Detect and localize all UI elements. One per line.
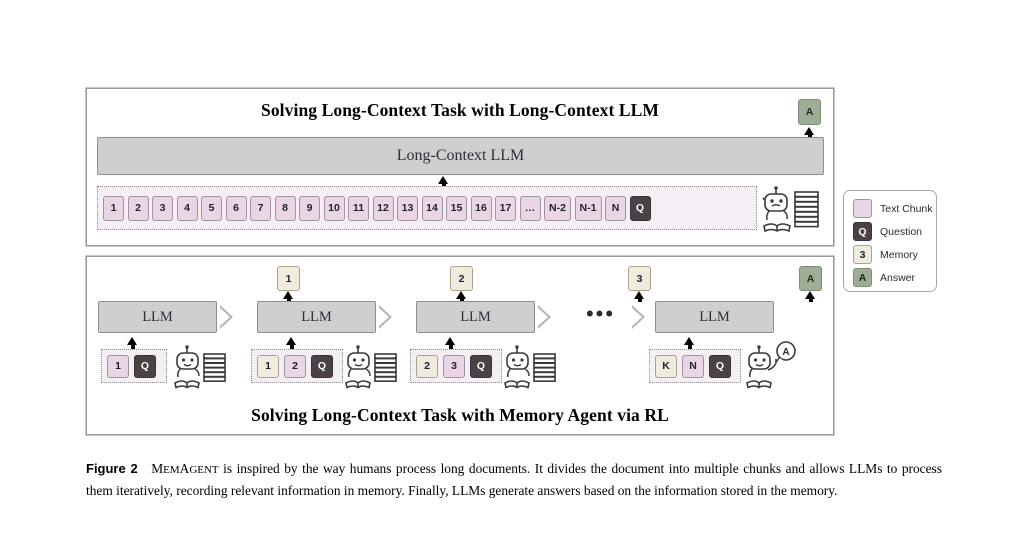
stage-output-4: A [799,266,822,291]
context-token-16: 16 [470,195,492,221]
context-token-10: 10 [323,195,345,221]
long-context-llm-bar: Long-Context LLM [97,137,824,175]
robot-writing-icon-3 [504,345,556,389]
legend-row-3: 3 Memory [853,243,936,266]
robot-writing-icon-2 [345,345,397,389]
context-token-11: 11 [348,195,369,221]
legend-row-1: Text Chunk [853,197,936,220]
arrow-input-to-llm-2 [286,337,297,349]
arrow-stage-3-output [634,291,645,302]
llm-bar-stage-3: LLM [416,301,535,333]
arrow-input-to-llm-3 [445,337,456,349]
answer-box-top: A [798,99,821,125]
llm-bar-stage-2: LLM [257,301,376,333]
context-token-3: 3 [152,195,173,221]
stage-2-input-1: 1 [257,354,279,378]
figure-label: Figure 2 [86,461,138,476]
llm-bar-stage-4: LLM [655,301,774,333]
legend-row-4: A Answer [853,266,936,289]
stage-2-input-2: 2 [284,354,306,378]
context-token-13: 13 [397,195,418,221]
stage-4-input-1: K [655,354,677,378]
arrow-context-to-llm [438,176,449,187]
context-token-2: 2 [127,195,149,221]
context-token-12: 12 [372,195,394,221]
caption-body: is inspired by the way humans process lo… [86,461,942,498]
stage-output-2: 2 [450,266,473,291]
panel-memory-agent: Solving Long-Context Task with Memory Ag… [86,256,834,435]
connector-triangle-3 [538,305,551,329]
stage-2-input-3: Q [311,354,333,378]
stage-4-input-3: Q [709,354,731,378]
context-token-15: 15 [446,195,467,221]
arrow-stage-2-output [456,291,467,302]
legend-label-chunk: Text Chunk [880,202,933,215]
stage-output-3: 3 [628,266,651,291]
panel-bottom-title: Solving Long-Context Task with Memory Ag… [251,405,669,425]
memagent-name: MEMAGENT [151,461,219,476]
legend-swatch-answer: A [853,268,872,287]
context-token-18: … [519,195,541,221]
legend-label-answer: Answer [880,271,916,284]
stage-1-input-2: Q [134,354,156,378]
context-token-1: 1 [103,195,124,221]
robot-reading-icon [762,186,819,233]
panel-long-context-llm: Solving Long-Context Task with Long-Cont… [86,88,834,246]
robot-answer-icon: A [746,341,796,389]
connector-triangle-1 [220,305,233,329]
arrow-input-to-llm-1 [127,337,138,349]
speech-bubble-answer-text: A [782,347,789,358]
legend-label-question: Question [880,225,923,238]
robot-writing-icon-1 [174,345,226,389]
context-token-21: N [605,195,626,221]
stage-output-1: 1 [277,266,300,291]
llm-bar-stage-1: LLM [98,301,217,333]
context-token-9: 9 [299,195,320,221]
arrow-stage-4-output [805,291,816,302]
context-token-6: 6 [225,195,247,221]
context-token-19: N-2 [544,195,571,221]
context-token-4: 4 [176,195,198,221]
stage-1-input-1: 1 [107,354,129,378]
stage-3-input-1: 2 [416,354,438,378]
context-token-5: 5 [201,195,222,221]
legend-swatch-question: Q [853,222,872,241]
context-token-20: N-1 [574,195,602,221]
context-token-8: 8 [274,195,296,221]
legend-swatch-chunk [853,199,872,218]
context-token-7: 7 [250,195,271,221]
panel-top-title: Solving Long-Context Task with Long-Cont… [260,100,660,120]
arrow-input-to-llm-4 [684,337,695,349]
legend-label-memory: Memory [880,248,918,261]
stage-3-input-2: 3 [443,354,465,378]
stage-ellipsis: ••• [585,301,616,326]
legend-swatch-memory: 3 [853,245,872,264]
connector-triangle-4 [632,305,645,329]
context-token-14: 14 [421,195,443,221]
arrow-stage-1-output [283,291,294,302]
stage-4-input-2: N [682,354,704,378]
context-token-22: Q [629,195,651,221]
arrow-llm-to-answer-top [804,127,815,139]
context-token-17: 17 [495,195,516,221]
figure-caption: Figure 2 MEMAGENT is inspired by the way… [86,459,942,500]
stage-3-input-3: Q [470,354,492,378]
legend-row-2: Q Question [853,220,936,243]
connector-triangle-2 [379,305,392,329]
